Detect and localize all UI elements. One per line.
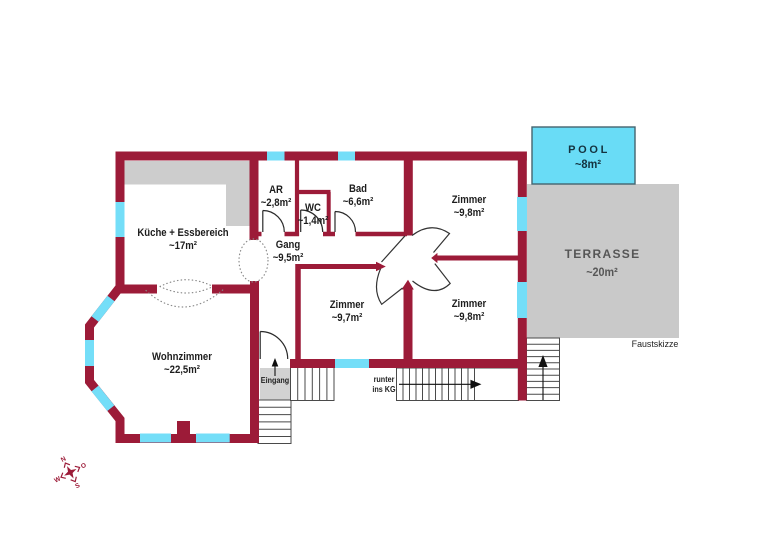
- svg-text:N: N: [60, 455, 68, 464]
- svg-text:O: O: [80, 462, 88, 471]
- svg-text:W: W: [53, 475, 62, 484]
- svg-text:S: S: [74, 482, 82, 491]
